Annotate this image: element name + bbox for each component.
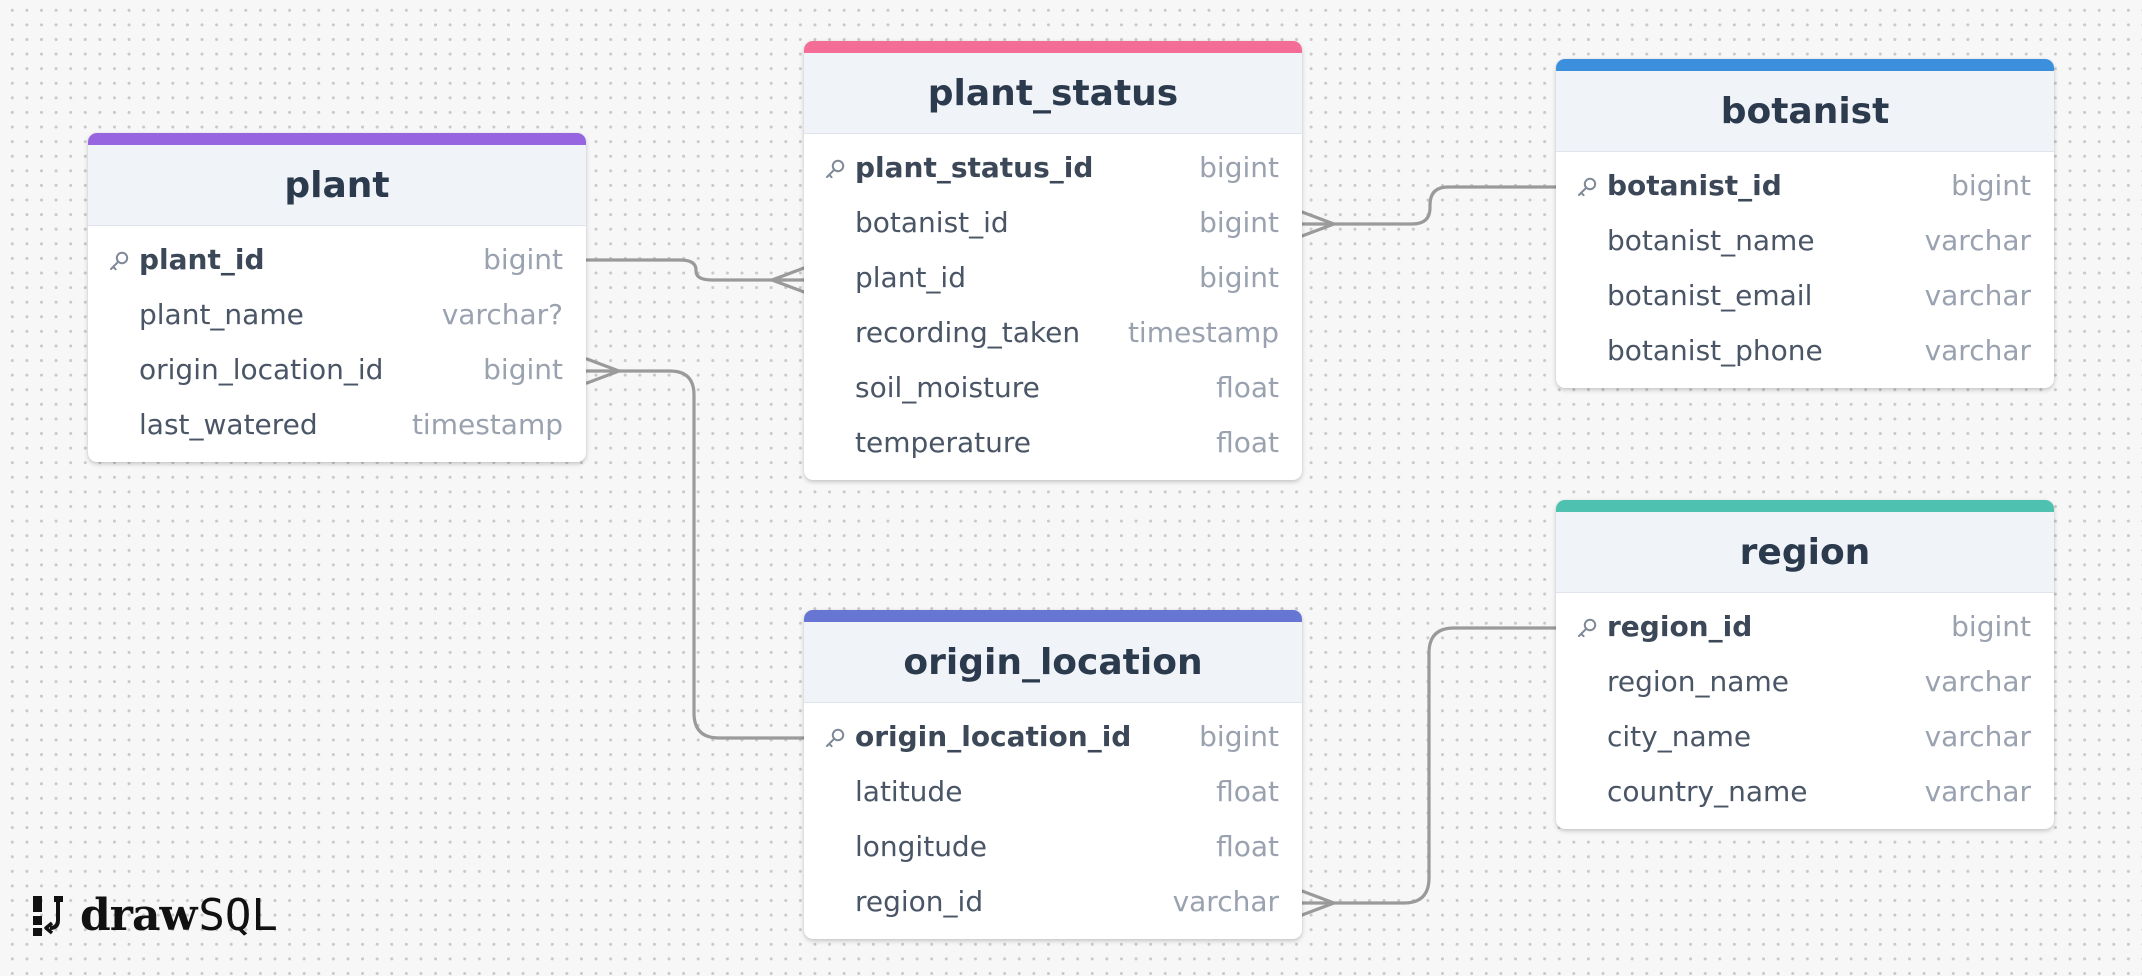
relationship-line-botanist-to-plant-status[interactable] — [1300, 185, 1558, 226]
column-name: botanist_name — [1607, 224, 1815, 257]
column-name: plant_status_id — [855, 151, 1094, 184]
column-row-origin-location-id[interactable]: origin_location_id bigint — [804, 709, 1302, 764]
column-type: timestamp — [1127, 316, 1279, 349]
column-name: region_id — [1607, 610, 1753, 643]
logo-word: draw — [80, 890, 197, 941]
column-type: varchar — [1924, 279, 2031, 312]
column-type: varchar — [1924, 224, 2031, 257]
column-row-last-watered[interactable]: last_watered timestamp — [88, 397, 586, 452]
table-title[interactable]: plant — [88, 145, 586, 226]
column-type: bigint — [1951, 610, 2031, 643]
table-title[interactable]: origin_location — [804, 622, 1302, 703]
table-accent-bar — [804, 610, 1302, 622]
relationship-line-plant-to-plant-status[interactable] — [585, 258, 806, 282]
column-type: float — [1216, 371, 1279, 404]
column-name: recording_taken — [855, 316, 1081, 349]
table-title[interactable]: plant_status — [804, 53, 1302, 134]
column-row-city-name[interactable]: city_name varchar — [1556, 709, 2054, 764]
column-row-botanist-email[interactable]: botanist_email varchar — [1556, 268, 2054, 323]
column-type: bigint — [1951, 169, 2031, 202]
table-title[interactable]: region — [1556, 512, 2054, 593]
column-type: varchar — [1924, 775, 2031, 808]
table-origin-location[interactable]: origin_location origin_location_id bigin… — [804, 610, 1302, 939]
key-icon — [1576, 617, 1598, 639]
column-type: varchar — [1924, 720, 2031, 753]
column-name: soil_moisture — [855, 371, 1040, 404]
table-plant-status[interactable]: plant_status plant_status_id bigint bota… — [804, 41, 1302, 480]
column-type: varchar? — [441, 298, 563, 331]
crowfoot-plant-status-plant-id — [770, 266, 806, 294]
column-type: timestamp — [411, 408, 563, 441]
column-name: last_watered — [139, 408, 318, 441]
column-row-origin-location-id[interactable]: origin_location_id bigint — [88, 342, 586, 397]
column-row-botanist-id[interactable]: botanist_id bigint — [804, 195, 1302, 250]
column-name: city_name — [1607, 720, 1752, 753]
relationship-line-region-to-origin-location[interactable] — [1300, 626, 1558, 905]
key-icon — [824, 158, 846, 180]
column-name: botanist_id — [855, 206, 1009, 239]
column-row-plant-status-id[interactable]: plant_status_id bigint — [804, 140, 1302, 195]
column-type: bigint — [1199, 261, 1279, 294]
column-row-botanist-name[interactable]: botanist_name varchar — [1556, 213, 2054, 268]
key-icon — [1576, 176, 1598, 198]
column-name: country_name — [1607, 775, 1808, 808]
column-name: longitude — [855, 830, 987, 863]
table-accent-bar — [1556, 500, 2054, 512]
column-row-botanist-phone[interactable]: botanist_phone varchar — [1556, 323, 2054, 378]
column-name: region_id — [855, 885, 984, 918]
column-name: plant_id — [855, 261, 966, 294]
column-type: bigint — [483, 243, 563, 276]
crowfoot-origin-location-region-id — [1300, 889, 1336, 917]
table-title[interactable]: botanist — [1556, 71, 2054, 152]
relationship-line-origin-location-to-plant[interactable] — [585, 369, 806, 740]
table-accent-bar — [88, 133, 586, 145]
drawsql-logo-icon — [33, 895, 63, 936]
column-name: origin_location_id — [855, 720, 1132, 753]
column-type: varchar — [1172, 885, 1279, 918]
key-icon — [108, 250, 130, 272]
column-name: botanist_id — [1607, 169, 1782, 202]
table-accent-bar — [1556, 59, 2054, 71]
column-name: botanist_email — [1607, 279, 1813, 312]
logo-suffix: SQL — [198, 890, 278, 941]
column-row-region-name[interactable]: region_name varchar — [1556, 654, 2054, 709]
column-row-latitude[interactable]: latitude float — [804, 764, 1302, 819]
column-row-plant-id[interactable]: plant_id bigint — [88, 232, 586, 287]
column-row-longitude[interactable]: longitude float — [804, 819, 1302, 874]
column-row-botanist-id[interactable]: botanist_id bigint — [1556, 158, 2054, 213]
column-name: temperature — [855, 426, 1031, 459]
column-type: bigint — [483, 353, 563, 386]
column-type: varchar — [1924, 334, 2031, 367]
column-type: float — [1216, 830, 1279, 863]
column-name: botanist_phone — [1607, 334, 1823, 367]
table-accent-bar — [804, 41, 1302, 53]
column-type: bigint — [1199, 206, 1279, 239]
column-row-plant-name[interactable]: plant_name varchar? — [88, 287, 586, 342]
key-icon — [824, 727, 846, 749]
column-row-soil-moisture[interactable]: soil_moisture float — [804, 360, 1302, 415]
column-row-temperature[interactable]: temperature float — [804, 415, 1302, 470]
table-region[interactable]: region region_id bigint region_name varc… — [1556, 500, 2054, 829]
column-type: bigint — [1199, 720, 1279, 753]
column-name: region_name — [1607, 665, 1789, 698]
column-row-region-id[interactable]: region_id varchar — [804, 874, 1302, 929]
crowfoot-plant-status-botanist-id — [1300, 210, 1336, 238]
column-type: bigint — [1199, 151, 1279, 184]
column-row-country-name[interactable]: country_name varchar — [1556, 764, 2054, 819]
column-row-plant-id[interactable]: plant_id bigint — [804, 250, 1302, 305]
table-plant[interactable]: plant plant_id bigint plant_name varchar… — [88, 133, 586, 462]
column-type: float — [1216, 775, 1279, 808]
column-name: plant_name — [139, 298, 304, 331]
column-row-region-id[interactable]: region_id bigint — [1556, 599, 2054, 654]
column-row-recording-taken[interactable]: recording_taken timestamp — [804, 305, 1302, 360]
column-type: float — [1216, 426, 1279, 459]
crowfoot-plant-origin-location-id — [585, 357, 621, 385]
column-name: origin_location_id — [139, 353, 384, 386]
column-name: plant_id — [139, 243, 265, 276]
column-type: varchar — [1924, 665, 2031, 698]
column-name: latitude — [855, 775, 963, 808]
table-botanist[interactable]: botanist botanist_id bigint botanist_nam… — [1556, 59, 2054, 388]
